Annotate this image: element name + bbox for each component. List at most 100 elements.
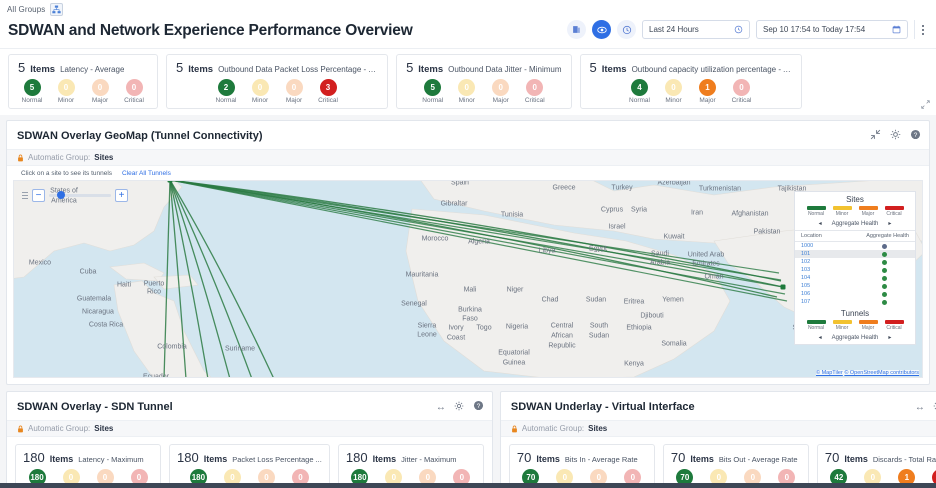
map-country-label: Afghanistan bbox=[731, 210, 769, 218]
map-canvas[interactable]: − + Sites Normal Minor Major Critical ◂ … bbox=[13, 180, 923, 378]
zoom-slider-knob[interactable] bbox=[57, 191, 65, 199]
metric-card[interactable]: 70 Items Bits Out - Average Rate 70 Norm… bbox=[662, 444, 809, 488]
metric-card[interactable]: 70 Items Bits In - Average Rate 70 Norma… bbox=[508, 444, 655, 488]
severity-bubble-normal[interactable]: 5 Normal bbox=[419, 79, 447, 104]
severity-bubble-critical[interactable]: 0 Critical bbox=[521, 79, 549, 104]
collapse-diagonal-icon[interactable] bbox=[870, 127, 881, 145]
clear-all-tunnels-link[interactable]: Clear All Tunnels bbox=[122, 170, 171, 177]
date-range-selector[interactable]: Sep 10 17:54 to Today 17:54 bbox=[756, 20, 908, 39]
map-country-label: Saudi bbox=[651, 250, 669, 258]
metric-items-label: Items bbox=[372, 454, 397, 464]
metric-card[interactable]: 70 Items Discards - Total Rate 42 Normal… bbox=[816, 444, 936, 488]
zoom-slider-track[interactable] bbox=[49, 191, 111, 199]
legend-location[interactable]: 104 bbox=[801, 275, 811, 281]
legend-col-health: Aggregate Health bbox=[866, 233, 909, 239]
legend-next-icon[interactable]: ▸ bbox=[888, 335, 892, 341]
severity-bubble-major[interactable]: 0 Major bbox=[487, 79, 515, 104]
legend-table-row[interactable]: 106 bbox=[795, 290, 915, 298]
org-tree-icon[interactable] bbox=[50, 3, 64, 16]
site-node-india[interactable] bbox=[780, 284, 786, 290]
gear-icon[interactable] bbox=[933, 398, 936, 416]
gear-icon[interactable] bbox=[454, 398, 464, 416]
legend-table-row[interactable]: 105 bbox=[795, 282, 915, 290]
severity-bubble-critical[interactable]: 0 Critical bbox=[120, 79, 148, 104]
resize-horizontal-icon[interactable]: ↔ bbox=[435, 401, 446, 413]
map-country-label: Niger bbox=[506, 286, 524, 294]
history-clock-icon[interactable] bbox=[617, 20, 636, 39]
osm-link[interactable]: © OpenStreetMap contributors bbox=[844, 370, 919, 376]
metric-count: 70 bbox=[670, 450, 686, 465]
severity-bubble-minor[interactable]: 0 Minor bbox=[660, 79, 688, 104]
kpi-card[interactable]: 5 Items Latency - Average 5 Normal 0 Min… bbox=[8, 54, 158, 109]
map-zoom-control[interactable]: − + bbox=[22, 189, 128, 202]
severity-count: 0 bbox=[91, 79, 109, 96]
expand-corner-icon[interactable] bbox=[921, 100, 930, 111]
map-country-label: Emirates bbox=[692, 260, 720, 268]
metric-name: Bits In - Average Rate bbox=[564, 455, 638, 464]
help-icon[interactable]: ? bbox=[473, 398, 484, 416]
severity-bubble-minor[interactable]: 0 Minor bbox=[453, 79, 481, 104]
legend-table-row[interactable]: 107 bbox=[795, 298, 915, 306]
legend-prev-icon[interactable]: ◂ bbox=[818, 335, 822, 341]
map-attribution[interactable]: © MapTiler © OpenStreetMap contributors bbox=[816, 370, 919, 376]
legend-location[interactable]: 101 bbox=[801, 251, 811, 257]
legend-tunnels-pager[interactable]: ◂ Aggregate Health ▸ bbox=[795, 332, 915, 344]
severity-bubble-minor[interactable]: 0 Minor bbox=[52, 79, 80, 104]
help-icon[interactable]: ? bbox=[910, 127, 921, 145]
severity-bubble-critical[interactable]: 0 Critical bbox=[728, 79, 756, 104]
severity-bubble-critical[interactable]: 3 Critical bbox=[314, 79, 342, 104]
legend-location[interactable]: 1000 bbox=[801, 243, 814, 249]
severity-bubble-normal[interactable]: 4 Normal bbox=[626, 79, 654, 104]
severity-bubble-minor[interactable]: 0 Minor bbox=[246, 79, 274, 104]
severity-bubble-normal[interactable]: 2 Normal bbox=[212, 79, 240, 104]
severity-label: Minor bbox=[458, 97, 475, 104]
legend-location[interactable]: 106 bbox=[801, 291, 811, 297]
severity-bubble-major[interactable]: 1 Major bbox=[694, 79, 722, 104]
metric-name: Latency - Maximum bbox=[78, 455, 144, 464]
kebab-menu-icon[interactable] bbox=[914, 20, 930, 39]
view-eye-icon[interactable] bbox=[592, 20, 611, 39]
map-country-label: United Arab bbox=[687, 251, 725, 259]
legend-next-icon[interactable]: ▸ bbox=[888, 221, 892, 227]
legend-table-row[interactable]: 101 bbox=[795, 250, 915, 258]
zoom-in-button[interactable]: + bbox=[115, 189, 128, 202]
legend-table-row[interactable]: 103 bbox=[795, 266, 915, 274]
metric-card[interactable]: 180 Items Jitter - Maximum 180 Normal 0 … bbox=[337, 444, 484, 488]
legend-location[interactable]: 103 bbox=[801, 267, 811, 273]
severity-bubble-normal[interactable]: 5 Normal bbox=[18, 79, 46, 104]
metric-card[interactable]: 180 Items Packet Loss Percentage ... 180… bbox=[169, 444, 330, 488]
maptiler-link[interactable]: © MapTiler bbox=[816, 370, 843, 376]
legend-sites-pager[interactable]: ◂ Aggregate Health ▸ bbox=[795, 218, 915, 230]
severity-bubble-major[interactable]: 0 Major bbox=[86, 79, 114, 104]
legend-table-row[interactable]: 104 bbox=[795, 274, 915, 282]
map-country-label: Rico bbox=[146, 288, 162, 296]
legend-location[interactable]: 105 bbox=[801, 283, 811, 289]
geomap-actions: ? bbox=[870, 127, 921, 145]
legend-prev-icon[interactable]: ◂ bbox=[818, 221, 822, 227]
legend-location[interactable]: 102 bbox=[801, 259, 811, 265]
legend-table-row[interactable]: 102 bbox=[795, 258, 915, 266]
bottom-scroll-strip[interactable] bbox=[0, 483, 936, 488]
zoom-out-button[interactable]: − bbox=[32, 189, 45, 202]
kpi-card[interactable]: 5 Items Outbound Data Jitter - Minimum 5… bbox=[396, 54, 572, 109]
kpi-card[interactable]: 5 Items Outbound Data Packet Loss Percen… bbox=[166, 54, 389, 109]
site-node-us-east[interactable] bbox=[167, 181, 173, 183]
panel-title: SDWAN Overlay - SDN Tunnel bbox=[17, 401, 173, 413]
severity-bubble-major[interactable]: 0 Major bbox=[280, 79, 308, 104]
map-country-label: Azerbaijan bbox=[657, 180, 691, 187]
resize-horizontal-icon[interactable]: ↔ bbox=[914, 401, 925, 413]
report-icon[interactable] bbox=[567, 20, 586, 39]
map-country-label: States of bbox=[50, 187, 78, 195]
legend-location[interactable]: 107 bbox=[801, 299, 811, 305]
map-layers-icon[interactable] bbox=[22, 192, 28, 199]
legend-table-row[interactable]: 1000 bbox=[795, 242, 915, 250]
legend-swatch: Major bbox=[858, 206, 878, 217]
legend-swatch-color bbox=[884, 206, 904, 210]
metric-card[interactable]: 180 Items Latency - Maximum 180 Normal 0… bbox=[15, 444, 161, 488]
legend-health-dot bbox=[882, 251, 887, 257]
gear-icon[interactable] bbox=[890, 127, 901, 145]
kpi-card[interactable]: 5 Items Outbound capacity utilization pe… bbox=[579, 54, 802, 109]
map-country-label: Gibraltar bbox=[440, 200, 468, 208]
time-range-selector[interactable]: Last 24 Hours bbox=[642, 20, 750, 39]
svg-text:?: ? bbox=[914, 132, 918, 139]
